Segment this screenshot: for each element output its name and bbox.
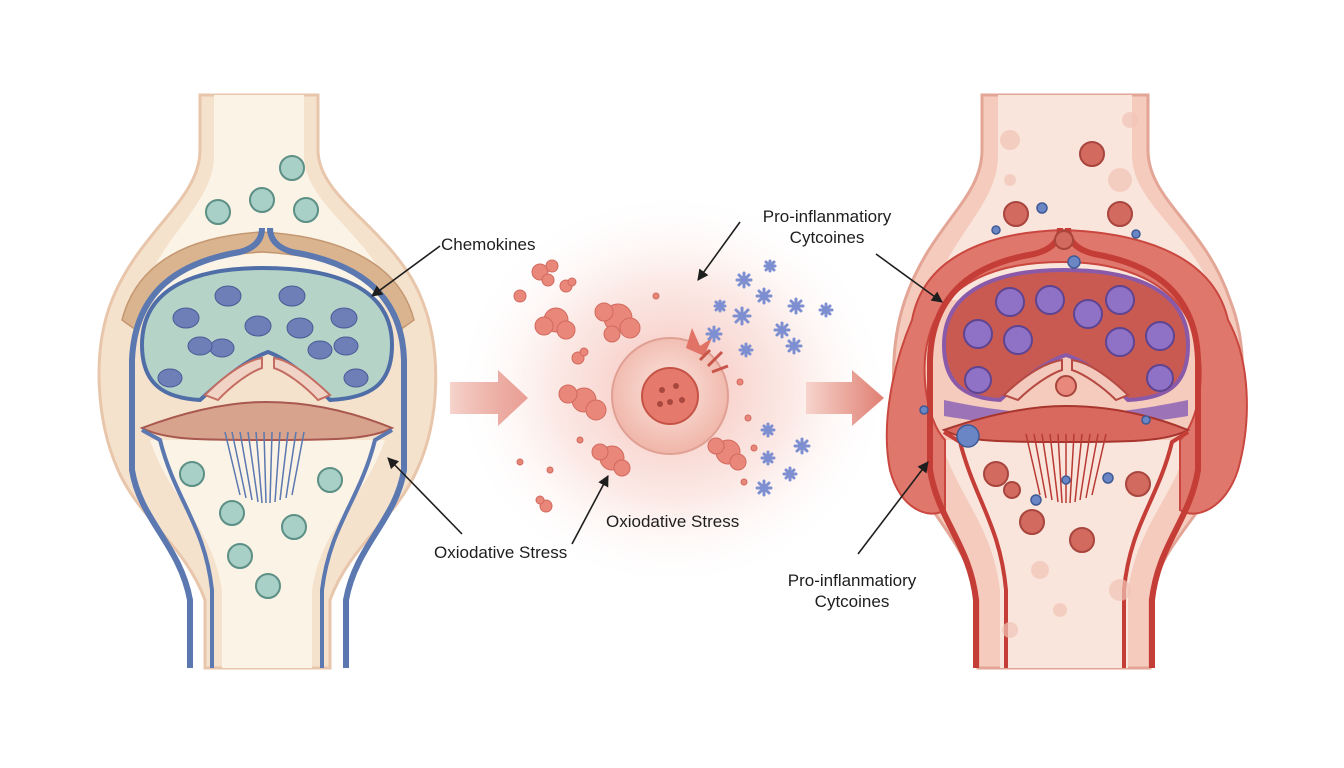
leader-oxidative-left [387,457,463,535]
label-oxidative-stress-left-text: Oxiodative Stress [434,543,568,562]
inflamed-capsule-right [1065,227,1201,668]
leader-lines [371,221,943,555]
healthy-joint-capsule [129,227,265,668]
leader-oxidative-center [571,475,609,545]
label-proinflammatory-top-line1: Pro-inflanmatiory [762,207,892,226]
label-chemokines: Chemokines [441,234,536,255]
inflamed-meniscus [1002,358,1130,402]
label-oxidative-stress-left: Oxiodative Stress [434,542,567,563]
label-proinflammatory-bottom: Pro-inflanmatiory Cytcoines [774,570,930,612]
healthy-chondrocytes [157,285,369,388]
leader-chemokines [371,245,441,297]
ros-particles [513,259,758,513]
inflamed-cavity-cells [963,285,1175,394]
inflamed-lower-capsule [942,430,1190,668]
progression-arrow-right [806,370,884,426]
label-oxidative-stress-center-text: Oxiodative Stress [606,512,740,531]
label-chemokines-text: Chemokines [441,235,536,254]
inflamed-marrow-cells [983,141,1151,553]
label-proinflammatory-top-line2: Cytcoines [789,228,865,247]
inflamed-joint [885,93,1248,670]
leader-proinflammatory-top-cell [697,221,741,281]
inflamed-capsule-left [927,227,1063,668]
healthy-lower-capsule [141,428,394,668]
healthy-joint-capsule-right [267,227,407,668]
healthy-joint [97,93,438,670]
leader-proinflammatory-top-joint [875,253,943,303]
oxidative-burst [452,190,892,590]
inflamed-marrow-lower [940,440,1190,668]
inflamed-debris [1000,112,1138,638]
healthy-fibers [224,431,305,504]
healthy-marrow-lower [150,440,385,668]
inflamed-lower-surface [941,404,1191,443]
healthy-meniscus [203,356,332,402]
healthy-lower-surface [139,400,395,441]
inflamed-fibers [1025,433,1107,504]
cytokine-particles [705,259,834,497]
healthy-marrow-cells [179,155,343,599]
label-proinflammatory-top: Pro-inflanmatiory Cytcoines [752,206,902,248]
label-oxidative-stress-center: Oxiodative Stress [606,511,739,532]
label-proinflammatory-bottom-line1: Pro-inflanmatiory [787,571,917,590]
inflamed-immune-cells [919,202,1151,506]
leader-proinflammatory-bottom [857,461,929,555]
healthy-cartilage-cap [139,265,395,403]
label-proinflammatory-bottom-line2: Cytcoines [814,592,890,611]
